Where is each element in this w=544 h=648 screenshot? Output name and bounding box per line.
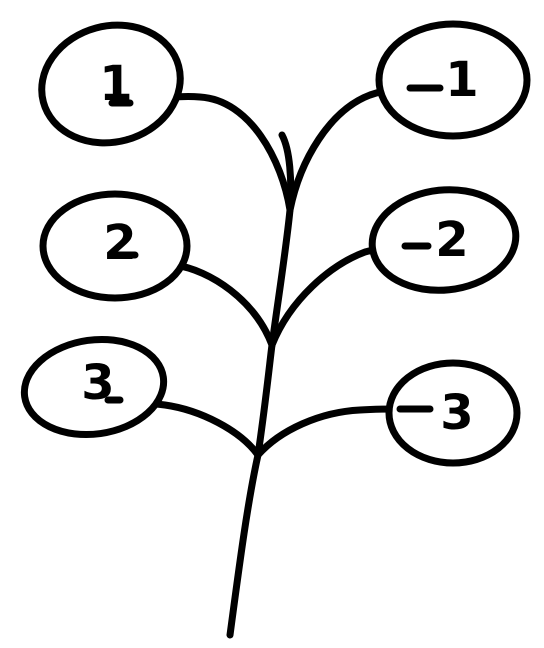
leaf-left-2-label: 2 — [103, 215, 136, 271]
leaf-left-1: 1 — [28, 10, 193, 158]
branch-right-3 — [258, 409, 400, 455]
leaf-right-3-label: 3 — [440, 385, 473, 441]
leaf-right-1-label: 1 — [445, 52, 478, 108]
leaf-right-2-label: 2 — [435, 212, 468, 268]
leaf-right-2: 2 — [367, 183, 521, 298]
leaf-right-3: 3 — [389, 363, 517, 463]
trunk — [230, 135, 291, 635]
leaf-left-2: 2 — [43, 194, 187, 298]
leaf-left-3: 3 — [18, 331, 170, 444]
leaf-right-1: 1 — [379, 24, 527, 136]
